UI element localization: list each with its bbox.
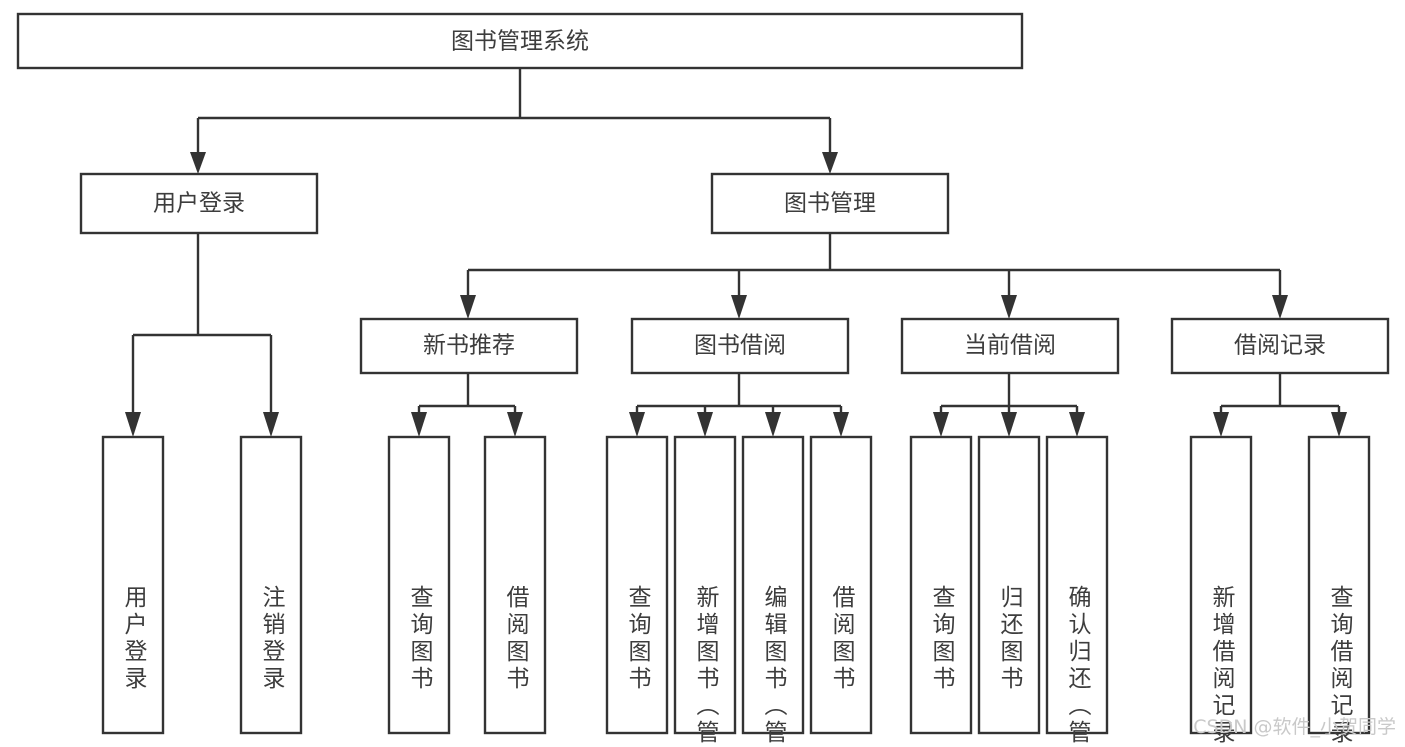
node-borrow-record[interactable]: 借阅记录 <box>1170 317 1390 375</box>
leaf-box[interactable] <box>977 435 1041 735</box>
arrowhead-br-leaf-2 <box>1331 412 1347 437</box>
leaf-label: 查询图书 <box>928 585 956 693</box>
leaf-label: 新增借阅记录 <box>1208 585 1236 747</box>
leaf-label: 编辑图书（管理员） <box>760 585 788 747</box>
leaf-box[interactable] <box>483 435 547 735</box>
node-user-login[interactable]: 用户登录 <box>79 172 319 235</box>
arrowhead-cb-leaf-1 <box>933 412 949 437</box>
leaf-box[interactable] <box>673 435 737 735</box>
leaf-user-login-logout[interactable]: 注销登录 <box>239 435 303 735</box>
node-book-borrow-box[interactable] <box>630 317 850 375</box>
leaf-label: 注销登录 <box>258 585 286 693</box>
arrowhead-bb-leaf-3 <box>765 412 781 437</box>
leaf-current-borrow-confirm[interactable]: 确认归还（管理员） <box>1045 435 1109 747</box>
leaf-box[interactable] <box>605 435 669 735</box>
node-root-label: 图书管理系统 <box>451 29 589 55</box>
arrowhead-book-borrow <box>731 295 747 319</box>
leaf-user-login-login[interactable]: 用户登录 <box>101 435 165 735</box>
arrowhead-bb-leaf-4 <box>833 412 849 437</box>
leaf-label: 查询借阅记录 <box>1326 585 1354 747</box>
leaf-book-borrow-borrow[interactable]: 借阅图书 <box>809 435 873 735</box>
node-book-borrow[interactable]: 图书借阅 <box>630 317 850 375</box>
leaf-borrow-record-query[interactable]: 查询借阅记录 <box>1307 435 1371 747</box>
connector-layer <box>125 68 1347 437</box>
arrowhead-cb-leaf-2 <box>1001 412 1017 437</box>
leaf-current-borrow-query[interactable]: 查询图书 <box>909 435 973 735</box>
node-book-manage-label: 图书管理 <box>784 191 876 217</box>
leaf-new-book-borrow[interactable]: 借阅图书 <box>483 435 547 735</box>
leaf-label: 查询图书 <box>624 585 652 693</box>
node-new-book-recommend[interactable]: 新书推荐 <box>359 317 579 375</box>
node-new-book-recommend-label: 新书推荐 <box>423 333 515 359</box>
leaf-box[interactable] <box>1045 435 1109 735</box>
leaf-label: 用户登录 <box>120 585 148 693</box>
leaf-new-book-query[interactable]: 查询图书 <box>387 435 451 735</box>
leaf-label: 新增图书（管理员） <box>692 585 720 747</box>
leaf-label: 归还图书 <box>996 585 1024 693</box>
node-user-login-box[interactable] <box>79 172 319 235</box>
leaf-label: 借阅图书 <box>828 585 856 693</box>
node-borrow-record-box[interactable] <box>1170 317 1390 375</box>
arrowhead-cb-leaf-3 <box>1069 412 1085 437</box>
leaf-book-borrow-add[interactable]: 新增图书（管理员） <box>673 435 737 747</box>
arrowhead-bb-leaf-2 <box>697 412 713 437</box>
arrowhead-leaf-logout <box>263 412 279 437</box>
leaf-box[interactable] <box>101 435 165 735</box>
leaf-box[interactable] <box>239 435 303 735</box>
arrowhead-leaf-user-login <box>125 412 141 437</box>
leaf-box[interactable] <box>387 435 451 735</box>
csdn-watermark: CSDN @软件_小贺同学 <box>1193 716 1396 738</box>
node-book-borrow-label: 图书借阅 <box>694 333 786 359</box>
leaf-box[interactable] <box>909 435 973 735</box>
arrowhead-br-leaf-1 <box>1213 412 1229 437</box>
arrowhead-nb-leaf-2 <box>507 412 523 437</box>
leaf-label: 借阅图书 <box>502 585 530 693</box>
leaf-current-borrow-return[interactable]: 归还图书 <box>977 435 1041 735</box>
arrowhead-current-borrow <box>1001 295 1017 319</box>
leaf-box[interactable] <box>1189 435 1253 735</box>
node-root[interactable]: 图书管理系统 <box>16 12 1024 70</box>
leaf-box[interactable] <box>809 435 873 735</box>
leaf-box[interactable] <box>1307 435 1371 735</box>
leaf-book-borrow-query[interactable]: 查询图书 <box>605 435 669 735</box>
leaf-borrow-record-add[interactable]: 新增借阅记录 <box>1189 435 1253 747</box>
arrowhead-nb-leaf-1 <box>411 412 427 437</box>
arrowhead-user-login <box>190 152 206 174</box>
node-current-borrow-box[interactable] <box>900 317 1120 375</box>
node-book-manage-box[interactable] <box>710 172 950 235</box>
arrowhead-book-manage <box>822 152 838 174</box>
leaf-book-borrow-edit[interactable]: 编辑图书（管理员） <box>741 435 805 747</box>
arrowhead-new-book <box>460 295 476 319</box>
arrowhead-bb-leaf-1 <box>629 412 645 437</box>
arrowhead-borrow-record <box>1272 295 1288 319</box>
node-root-box[interactable] <box>16 12 1024 70</box>
node-user-login-label: 用户登录 <box>153 191 245 217</box>
node-book-manage[interactable]: 图书管理 <box>710 172 950 235</box>
node-current-borrow[interactable]: 当前借阅 <box>900 317 1120 375</box>
leaf-label: 查询图书 <box>406 585 434 693</box>
node-borrow-record-label: 借阅记录 <box>1234 333 1326 359</box>
node-new-book-recommend-box[interactable] <box>359 317 579 375</box>
node-current-borrow-label: 当前借阅 <box>964 333 1056 359</box>
leaf-label: 确认归还（管理员） <box>1064 585 1092 747</box>
leaf-box[interactable] <box>741 435 805 735</box>
